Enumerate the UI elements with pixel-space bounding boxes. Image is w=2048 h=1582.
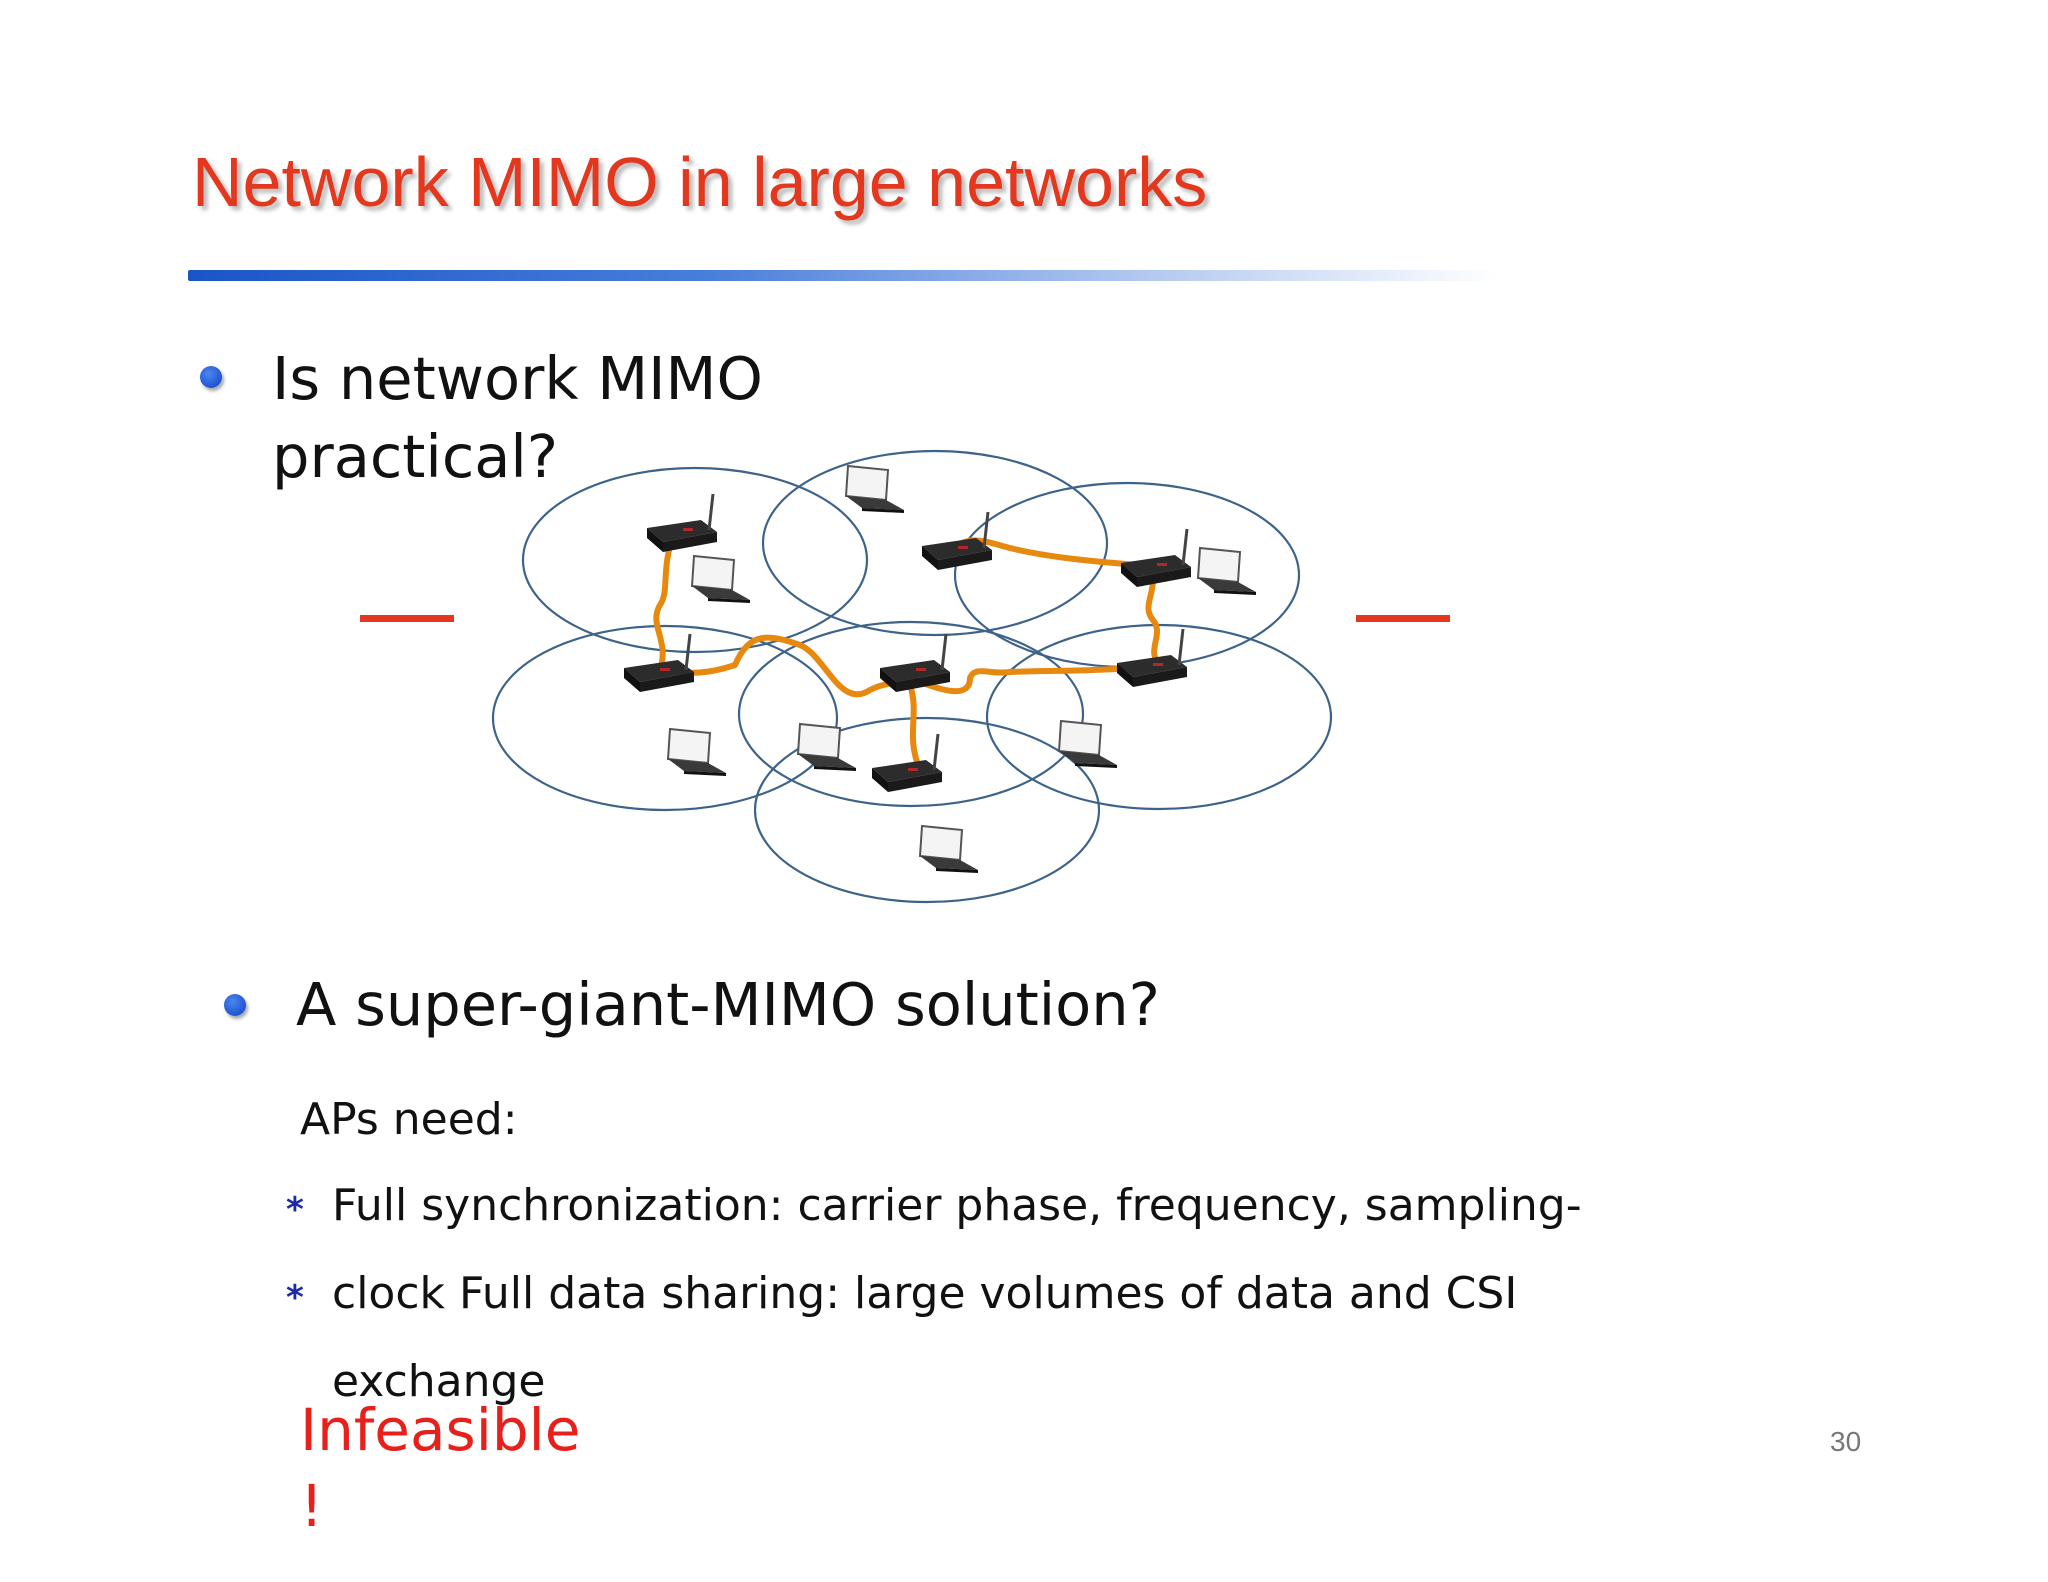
slide-title: Network MIMO in large networks <box>192 143 1208 221</box>
router-icon <box>1119 527 1193 589</box>
laptop-icon <box>691 555 751 604</box>
left-dash <box>360 615 454 622</box>
cell-center <box>737 620 1085 808</box>
laptop-icon <box>845 465 905 514</box>
laptop-icon <box>1058 720 1118 769</box>
cell-bottom <box>753 716 1101 904</box>
asterisk-bullet-1: * <box>286 1190 304 1230</box>
cable-2 <box>672 634 918 698</box>
cable-3 <box>912 665 1133 695</box>
bullet-text-super-giant: A super-giant-MIMO solution? <box>296 970 1160 1039</box>
bullet-text-practical: Is network MIMO practical? <box>272 344 763 491</box>
router-icon <box>645 492 719 554</box>
page-number: 30 <box>1830 1426 1862 1457</box>
cell-bottom-left <box>491 624 839 812</box>
infeasible-label: Infeasible ! <box>300 1396 581 1540</box>
cable-1 <box>653 527 678 673</box>
right-dash <box>1356 615 1450 622</box>
laptop-icon <box>919 825 979 874</box>
sub-line-exchange: exchange <box>332 1356 546 1407</box>
router-icon <box>878 632 952 694</box>
cell-top-left <box>521 466 869 654</box>
cable-4 <box>907 682 923 773</box>
router-icon <box>1115 627 1189 689</box>
cable-6 <box>1145 563 1163 668</box>
router-icon <box>870 732 944 794</box>
laptop-icon <box>797 723 857 772</box>
laptop-icon <box>1197 547 1257 596</box>
cell-top-middle <box>761 449 1109 637</box>
aps-need-label: APs need: <box>300 1094 518 1145</box>
sub-line-synchronization: Full synchronization: carrier phase, fre… <box>332 1180 1582 1231</box>
network-diagram <box>491 449 1333 904</box>
sub-line-data-sharing: clock Full data sharing: large volumes o… <box>332 1268 1518 1319</box>
bullet-dot-1 <box>200 366 222 388</box>
laptop-icon <box>667 728 727 777</box>
asterisk-bullet-2: * <box>286 1278 304 1318</box>
bullet-dot-2 <box>224 994 246 1016</box>
title-underline <box>188 270 1498 281</box>
